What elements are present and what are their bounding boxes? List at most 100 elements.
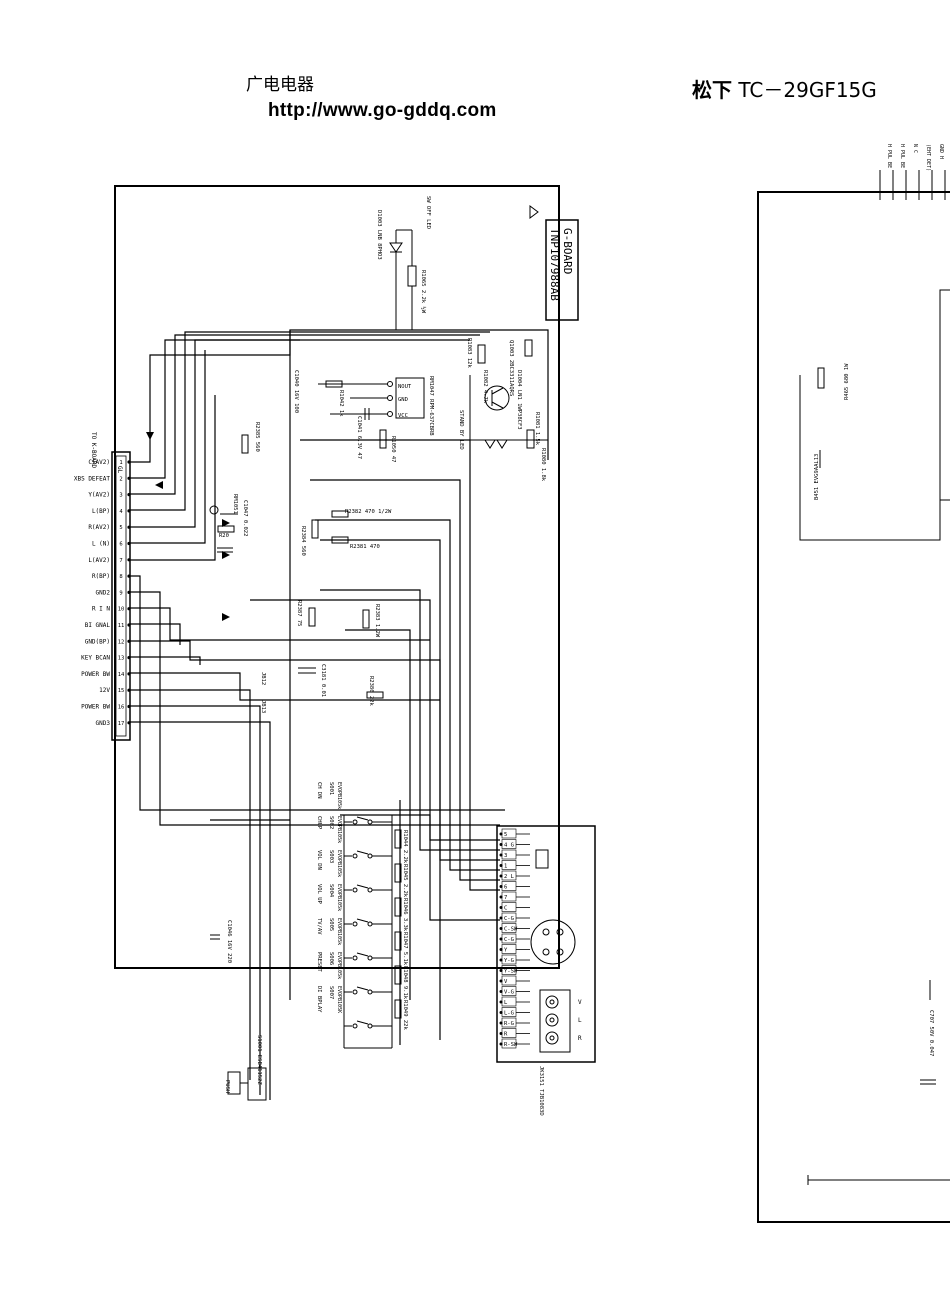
ladder-resistor-label: R1046 3.3k <box>402 898 408 932</box>
connector-pin-number: 11 <box>118 623 125 629</box>
switch-label: CH DN <box>316 782 322 799</box>
jack-pin-label: 7 <box>504 895 507 901</box>
switch-label: VOL UP <box>316 884 322 905</box>
connector-pin-label: R(BP) <box>92 573 110 580</box>
r465-label: R465 680 1W <box>844 363 850 400</box>
ladder-resistor: R1046 3.3k <box>394 897 408 932</box>
right-board-outline <box>757 191 950 1223</box>
middle-resistors <box>209 434 384 699</box>
switch-ref: S004 <box>328 884 334 898</box>
switch-part: EVOPB105K <box>336 986 342 1013</box>
jack-pin-box <box>501 944 517 954</box>
right-board-label: GND H <box>938 144 944 159</box>
r1050-label: R1050 47 <box>390 436 396 463</box>
site-url[interactable]: http://www.go-gddq.com <box>268 100 497 121</box>
right-board-label: H PUL BE <box>899 144 905 168</box>
jack-pin-box <box>501 975 517 986</box>
jack-pin-label: Y <box>504 948 508 954</box>
jack-pin-box <box>501 881 517 891</box>
jack-pin-label: 1 <box>504 864 507 870</box>
connector-pin-number: 12 <box>118 639 125 645</box>
jack-pin-box <box>501 923 517 933</box>
pin-dot <box>127 623 131 627</box>
c1046-capacitor <box>210 934 220 940</box>
jack-pin-label: 6 <box>504 885 507 891</box>
connector-pin-number: 1 <box>119 460 122 466</box>
jack-pin-label: Y-G <box>504 958 514 964</box>
rm1051-label: RM1051 <box>232 494 238 514</box>
switch-ref: S001 <box>328 782 334 795</box>
jb12-label: JB12 <box>260 672 266 685</box>
connector-pin-label: POWER BW <box>81 671 110 678</box>
jack-pin-label: C-G <box>504 937 514 943</box>
jack-pin-box <box>501 933 517 944</box>
pin-dot <box>127 574 131 578</box>
q1003-label: Q1003 2BC3311AQRS <box>508 340 514 396</box>
r2382-label: R2382 470 1/2W <box>345 509 392 515</box>
sw-off-led-circuit <box>389 229 417 330</box>
jack-pin-box <box>501 1007 517 1017</box>
rca-jacks <box>539 989 571 1053</box>
switch-part: EVOPB105k <box>336 884 342 911</box>
push-label: PUSH <box>224 1080 230 1093</box>
standby-led-circuit <box>469 330 549 460</box>
switch-label: TV/AV <box>316 918 322 935</box>
pin-dot <box>127 460 131 464</box>
model-title: 松下 TC－29GF15G <box>692 80 877 100</box>
warning-icon <box>529 205 539 219</box>
connector-pin-number: 17 <box>118 721 125 727</box>
jack-pin-box <box>501 849 517 860</box>
jack-pin-label: 3 <box>504 853 507 859</box>
rm1047-gnd: GND <box>398 397 408 403</box>
jack-pin-box <box>501 891 517 902</box>
jack-pin-box <box>501 870 517 881</box>
connector-pin-label: 12V <box>99 687 110 694</box>
jack-pin-box <box>501 828 517 839</box>
jack-pin-label: L <box>504 1000 508 1006</box>
connector-pin-number: 5 <box>119 525 122 531</box>
b451-label: B451 EVG9AAL13 <box>814 454 820 500</box>
jack-pin-label: Y-SW <box>504 969 518 975</box>
c1041-label: C1041 6.3V 47 <box>356 416 362 459</box>
jack-pin-box <box>501 839 517 849</box>
g-board-outline <box>114 185 560 969</box>
ladder-resistor-label: R1044 2.2k <box>402 830 408 864</box>
right-board-label: (EHT DET) <box>925 144 931 171</box>
jack-pin-label: R-SW <box>504 1042 518 1048</box>
connector-pin-number: 8 <box>119 574 122 580</box>
connector-pin-label: KEY BCAN <box>81 655 110 662</box>
bus-wires <box>130 329 549 1100</box>
connector-pin-number: 16 <box>118 705 125 711</box>
jack-pin-box <box>501 902 517 912</box>
jack-pin-box <box>501 954 517 965</box>
connector-pin-label: POWER BW <box>81 704 110 711</box>
switch-ref: S003 <box>328 850 334 863</box>
jack-pin-box <box>501 965 517 975</box>
connector-pin-label: Y(AV2) <box>88 492 110 499</box>
r1082-label: R1082 4.7k <box>482 370 488 404</box>
switch-part: EVOPB105k <box>336 952 342 979</box>
jack-pin-box <box>501 1038 517 1049</box>
pin-dot <box>127 672 131 676</box>
brand-label: 松下 <box>692 78 732 102</box>
switch-part: EVOPB105k <box>336 816 342 843</box>
jack-pin-label: V <box>504 979 508 985</box>
to-k-board-label: TO K-BOARD <box>90 432 97 469</box>
model-number: TC－29GF15G <box>738 78 877 102</box>
connector-pin-label: GND2 <box>96 589 111 596</box>
switch-part: EVOPB105k <box>336 918 342 945</box>
rm1047-receiver <box>318 377 425 449</box>
pin-dot <box>127 607 131 611</box>
r1065-label: R1065 2.2k ½W <box>420 270 427 314</box>
switch-ref: S007 <box>328 986 334 999</box>
pin-dot <box>127 688 131 692</box>
jack-pin-box <box>501 1028 517 1038</box>
connector-pin-label: BI GNAL <box>85 622 111 629</box>
rca-v-label: V <box>578 999 582 1006</box>
switch-label: CHUP <box>316 816 322 830</box>
ladder-resistor: R1049 22k <box>394 999 408 1030</box>
